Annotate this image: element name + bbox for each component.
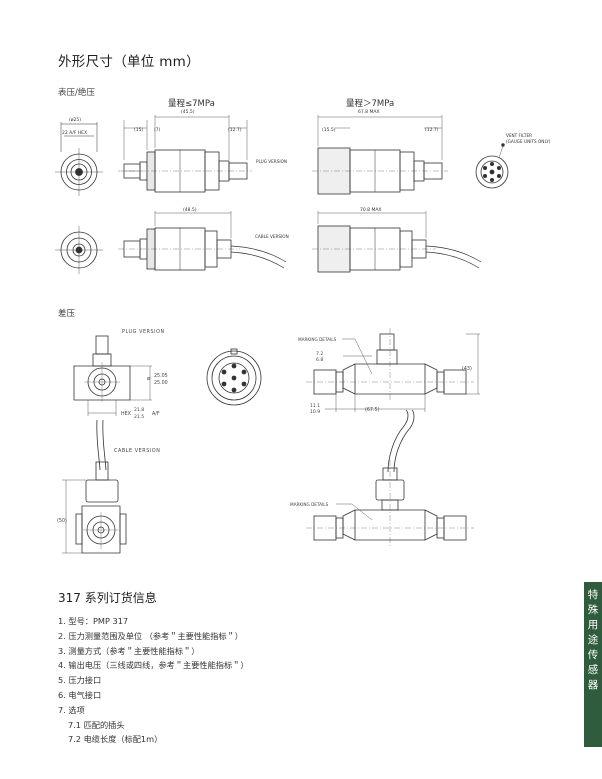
order-subitem-plug: 7.1 匹配的插头 (68, 719, 125, 730)
marking-details-1: MARKING DETAILS (298, 337, 337, 342)
side-tab-char: 用 (587, 619, 599, 631)
dim-67-8: 67.8 MAX (358, 109, 380, 115)
marking-details-2: MARKING DETAILS (290, 502, 329, 507)
dim-10-9: 10.9 (310, 409, 320, 415)
technical-drawing: (ø25) 22 A/F HEX (45.5) (15) (7) (12.7) … (55, 109, 551, 554)
dim-7-2: 7.2 (316, 351, 323, 357)
diff-connector-face (206, 348, 262, 406)
side-view-plug-low (118, 115, 252, 193)
section-label-absolute: 表压/绝压 (58, 88, 95, 98)
diff-hex-prefix: HEX (121, 411, 132, 417)
order-item-method: 3. 测量方式（参考＂主要性能指标＂） (58, 645, 200, 656)
end-view-plug (55, 122, 103, 196)
dim-11-1: 11.1 (310, 403, 320, 409)
dim-43: (43) (462, 366, 472, 372)
dim-48-5: (48.5) (183, 207, 197, 213)
diff-dia-glyph: ø (147, 376, 150, 382)
diff-plug-side-view (306, 328, 480, 412)
side-tab-char: 感 (587, 664, 599, 676)
vent-filter-label: VENT FILTER (506, 133, 532, 138)
dim-7: (7) (154, 127, 161, 133)
range-label-low: 量程≤7MPa (168, 99, 215, 109)
order-item-pressure-port: 5. 压力接口 (58, 675, 102, 686)
order-list: 1. 型号：PMP 317 2. 压力测量范围及单位 （参考＂主要性能指标＂） … (58, 614, 249, 747)
side-tab-char: 途 (587, 634, 599, 646)
range-label-high: 量程＞7MPa (346, 99, 395, 109)
diff-cable-side-view (306, 409, 474, 548)
dim-15-5: (15.5) (322, 127, 336, 133)
dim-15: (15) (134, 127, 143, 133)
dim-50: (50) (57, 518, 67, 524)
order-item-model: 1. 型号：PMP 317 (58, 616, 129, 626)
diff-plug-front-view (73, 335, 152, 416)
order-item-electrical: 6. 电气接口 (58, 689, 102, 700)
connector-face (475, 143, 509, 189)
diff-dia-upper: 25.05 (154, 373, 168, 379)
section-label-differential: 差压 (58, 309, 76, 319)
cable-version-label: CABLE VERSION (255, 234, 289, 239)
vent-filter-note: (GAUGE UNITS ONLY) (506, 139, 551, 144)
dim-25: (ø25) (69, 117, 81, 123)
diff-dia-lower: 25.00 (154, 380, 168, 386)
side-tab-char: 传 (587, 649, 599, 661)
diff-cable-version-label: CABLE VERSION (114, 448, 160, 454)
order-heading: 317 系列订货信息 (58, 591, 157, 605)
order-subitem-cable: 7.2 电缆长度（标配1m） (68, 734, 163, 745)
side-tab-char: 器 (587, 679, 599, 691)
diff-hex-lower: 21.5 (134, 414, 144, 420)
order-item-range: 2. 压力测量范围及单位 （参考＂主要性能指标＂） (58, 630, 243, 641)
hex-22: 22 A/F HEX (62, 130, 87, 136)
dim-12-7-a: (12.7) (228, 127, 242, 133)
order-item-output: 4. 输出电压（三线或四线，参考＂主要性能指标＂） (58, 660, 249, 671)
side-view-plug-high (312, 115, 448, 195)
side-view-cable-low (118, 211, 287, 271)
dim-67-5: (67.5) (365, 407, 380, 413)
end-view-cable (55, 226, 103, 274)
order-item-options: 7. 选项 (58, 704, 85, 715)
dim-12-7-b: (12.7) (425, 127, 439, 133)
side-tab: 特 殊 用 途 传 感 器 (584, 582, 602, 747)
side-view-cable-high (312, 211, 482, 273)
dim-70-8: 70.8 MAX (360, 207, 382, 213)
dim-45-5: (45.5) (181, 109, 195, 115)
side-tab-char: 殊 (587, 604, 599, 616)
diff-hex-suffix: A/F (152, 411, 160, 417)
diff-hex-upper: 21.8 (134, 407, 144, 413)
plug-version-label: PLUG VERSION (256, 159, 287, 164)
dim-6-8: 6.8 (316, 357, 323, 363)
diff-plug-version-label: PLUG VERSION (122, 329, 165, 335)
diff-cable-front-view (62, 419, 127, 554)
side-tab-char: 特 (587, 589, 599, 601)
page-title: 外形尺寸（单位 mm） (58, 54, 200, 70)
